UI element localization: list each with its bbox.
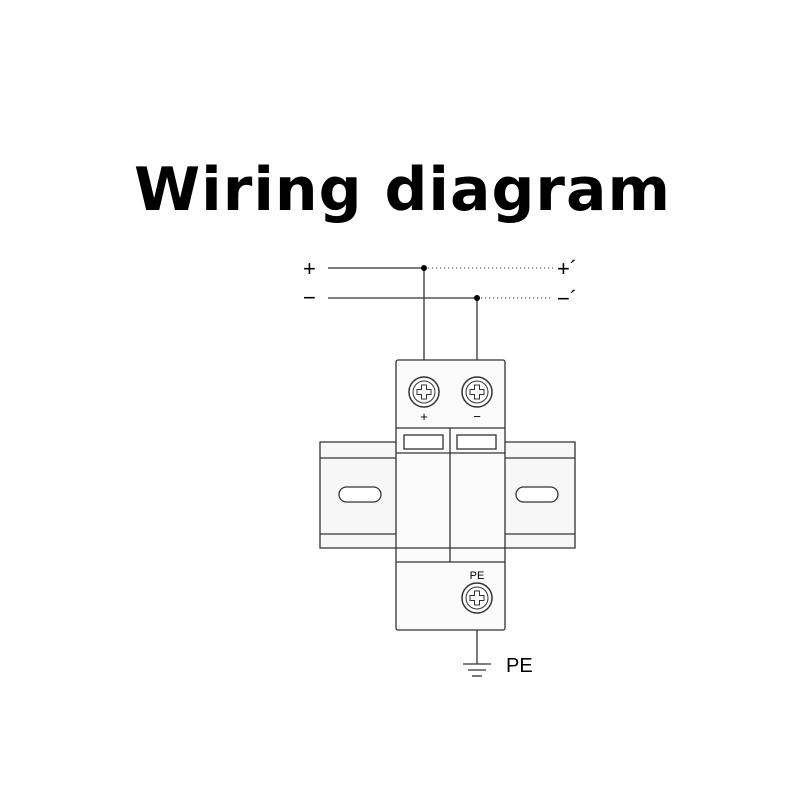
indicator-window-plus — [403, 434, 444, 450]
ground-label: PE — [506, 655, 533, 677]
terminal-label-pe: PE — [470, 570, 485, 582]
spd-module — [395, 359, 506, 631]
wire-label-minus-in: − — [303, 285, 316, 310]
ground-symbol — [463, 630, 491, 677]
screw-terminal-minus — [461, 376, 493, 408]
junction-dot-minus — [474, 295, 480, 301]
terminal-label-plus: + — [420, 409, 428, 424]
terminal-label-minus: − — [473, 409, 481, 424]
wire-label-plus-out: +´ — [557, 256, 577, 281]
diagram-title: Wiring diagram — [134, 155, 672, 225]
screw-terminal-pe — [461, 582, 493, 614]
wire-label-minus-out: −´ — [557, 286, 577, 311]
rail-slot-left — [338, 486, 382, 503]
supply-wires — [328, 267, 553, 360]
junction-dot-plus — [421, 265, 427, 271]
indicator-window-minus — [456, 434, 497, 450]
wire-label-plus-in: + — [303, 256, 316, 281]
rail-slot-right — [515, 486, 559, 503]
screw-terminal-plus — [408, 376, 440, 408]
